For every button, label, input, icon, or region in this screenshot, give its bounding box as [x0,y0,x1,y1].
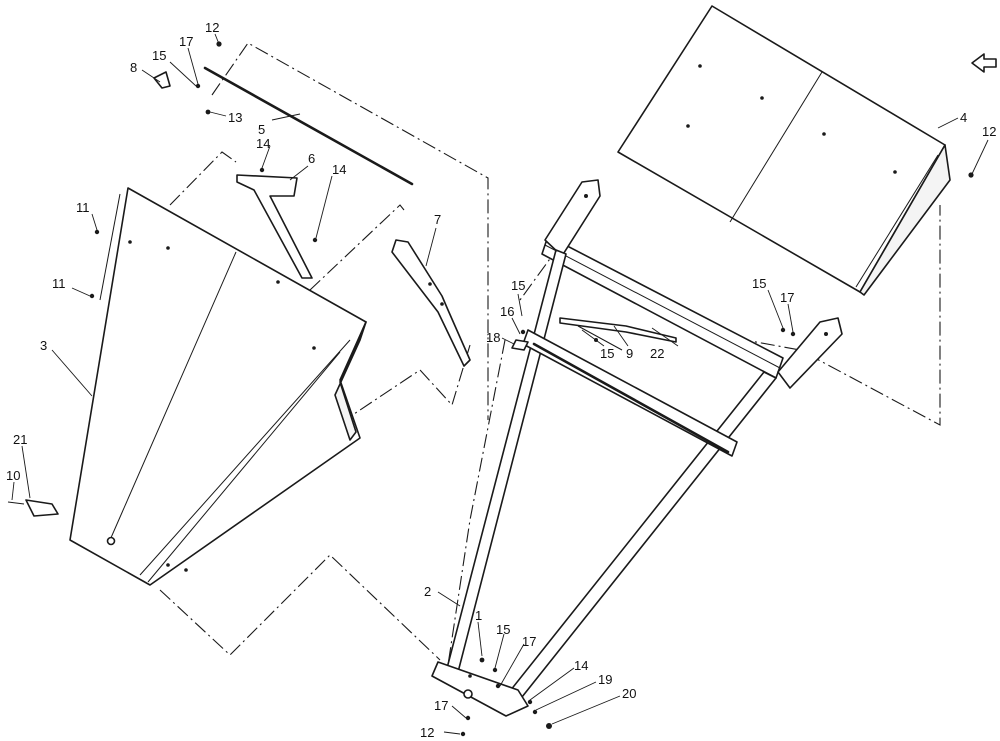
front-arrow-icon [971,53,997,73]
callout-10: 10 [6,468,20,483]
callout-9: 9 [626,346,633,361]
callout-3: 3 [40,338,47,353]
leader-lines [11,33,989,735]
callout-18: 18 [486,330,500,345]
part-6-bracket [236,174,313,279]
callout-14: 14 [332,162,346,177]
callout-6: 6 [308,151,315,166]
callout-21: 21 [13,432,27,447]
callout-17: 17 [434,698,448,713]
callout-15: 15 [152,48,166,63]
callout-20: 20 [622,686,636,701]
callout-13: 13 [228,110,242,125]
callout-11: 11 [52,276,66,291]
callout-7: 7 [434,212,441,227]
callout-5: 5 [258,122,265,137]
callout-15: 15 [600,346,614,361]
callout-labels: 12 17 15 8 13 5 14 6 14 7 11 11 3 21 10 … [6,20,996,740]
callout-12: 12 [420,725,434,740]
part-5-rod [203,66,414,186]
callout-11: 11 [76,200,90,215]
callout-2: 2 [424,584,431,599]
hardware [7,41,974,737]
part-3-side-panel [69,187,367,586]
callout-12: 12 [982,124,996,139]
callout-14: 14 [574,658,588,673]
callout-4: 4 [960,110,967,125]
callout-15: 15 [752,276,766,291]
callout-15: 15 [511,278,525,293]
callout-19: 19 [598,672,612,687]
part-4-top-cover [617,5,951,296]
callout-1: 1 [475,608,482,623]
part-22-gas-strut [559,317,677,351]
callout-17: 17 [179,34,193,49]
callout-17: 17 [522,634,536,649]
callout-15: 15 [496,622,510,637]
callout-12: 12 [205,20,219,35]
callout-17: 17 [780,290,794,305]
part-2-a-frame [431,179,843,717]
part-7-arm [391,239,471,367]
callout-8: 8 [130,60,137,75]
callout-14: 14 [256,136,270,151]
callout-16: 16 [500,304,514,319]
callout-22: 22 [650,346,664,361]
